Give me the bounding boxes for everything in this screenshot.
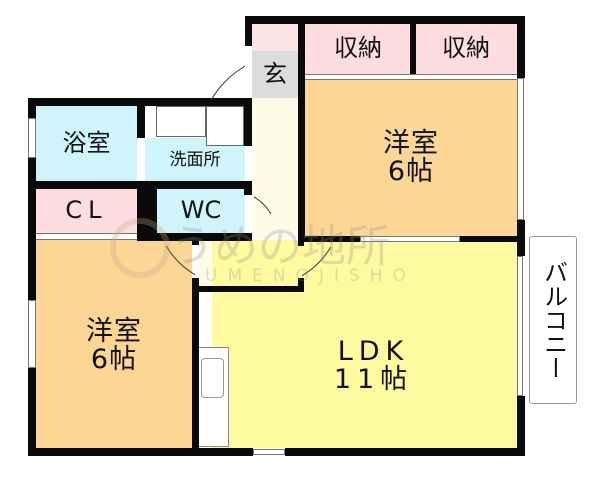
storage-door — [305, 74, 517, 80]
room-size: 11帖 — [333, 364, 414, 395]
entrance-step — [252, 24, 298, 51]
wall — [517, 16, 525, 78]
hallway — [252, 98, 298, 238]
wall — [298, 236, 360, 242]
entrance — [252, 51, 298, 98]
closet-door — [36, 233, 137, 240]
toilet-label: WC — [180, 196, 222, 225]
ldk-room — [212, 240, 517, 448]
wall — [192, 286, 304, 292]
wall — [28, 448, 253, 456]
wall — [244, 181, 252, 195]
washing-machine-space — [206, 106, 244, 146]
window — [28, 118, 36, 158]
window — [517, 78, 524, 220]
wall — [298, 278, 304, 292]
western-room-south — [36, 240, 192, 448]
storage-label-1: 収納 — [334, 34, 382, 63]
wall — [137, 181, 157, 240]
wall — [410, 16, 416, 76]
western-room-north — [305, 80, 517, 236]
wall — [192, 233, 199, 245]
bathroom-label: 浴室 — [62, 129, 111, 158]
wall — [285, 448, 525, 456]
wall — [517, 396, 525, 456]
room-size: 6帖 — [90, 344, 138, 375]
storage-room-1 — [305, 24, 411, 76]
ldk-label: LDK 11帖 — [230, 326, 517, 406]
entrance-label: 玄 — [263, 59, 287, 88]
western-room-north-label: 洋室 6帖 — [305, 118, 517, 198]
wall — [245, 16, 525, 24]
kitchen-sink — [201, 358, 224, 398]
washbasin — [156, 106, 206, 137]
wall — [137, 98, 145, 138]
room-name: 洋室 — [86, 315, 142, 347]
wall — [244, 98, 252, 146]
window — [253, 449, 285, 455]
storage-label-2: 収納 — [442, 34, 490, 63]
bathroom — [36, 106, 137, 181]
wall — [298, 236, 304, 246]
room-name: 洋室 — [383, 127, 439, 159]
wall — [28, 98, 36, 456]
storage-room-2 — [415, 24, 517, 76]
wall — [245, 16, 252, 46]
room-size: 6帖 — [387, 156, 435, 187]
wall — [298, 16, 305, 236]
western-room-south-label: 洋室 6帖 — [36, 306, 192, 386]
room-name: LDK — [337, 335, 410, 367]
wall — [192, 286, 199, 448]
closet-label: CL — [65, 196, 108, 225]
balcony — [529, 236, 577, 404]
wall — [460, 236, 525, 242]
toilet — [157, 189, 245, 233]
window — [517, 256, 523, 396]
wall — [192, 278, 199, 290]
closet — [36, 189, 137, 233]
balcony-label: バルコニー — [539, 260, 568, 380]
washroom-label: 洗面所 — [169, 150, 221, 171]
window — [360, 236, 460, 242]
window — [28, 300, 36, 368]
